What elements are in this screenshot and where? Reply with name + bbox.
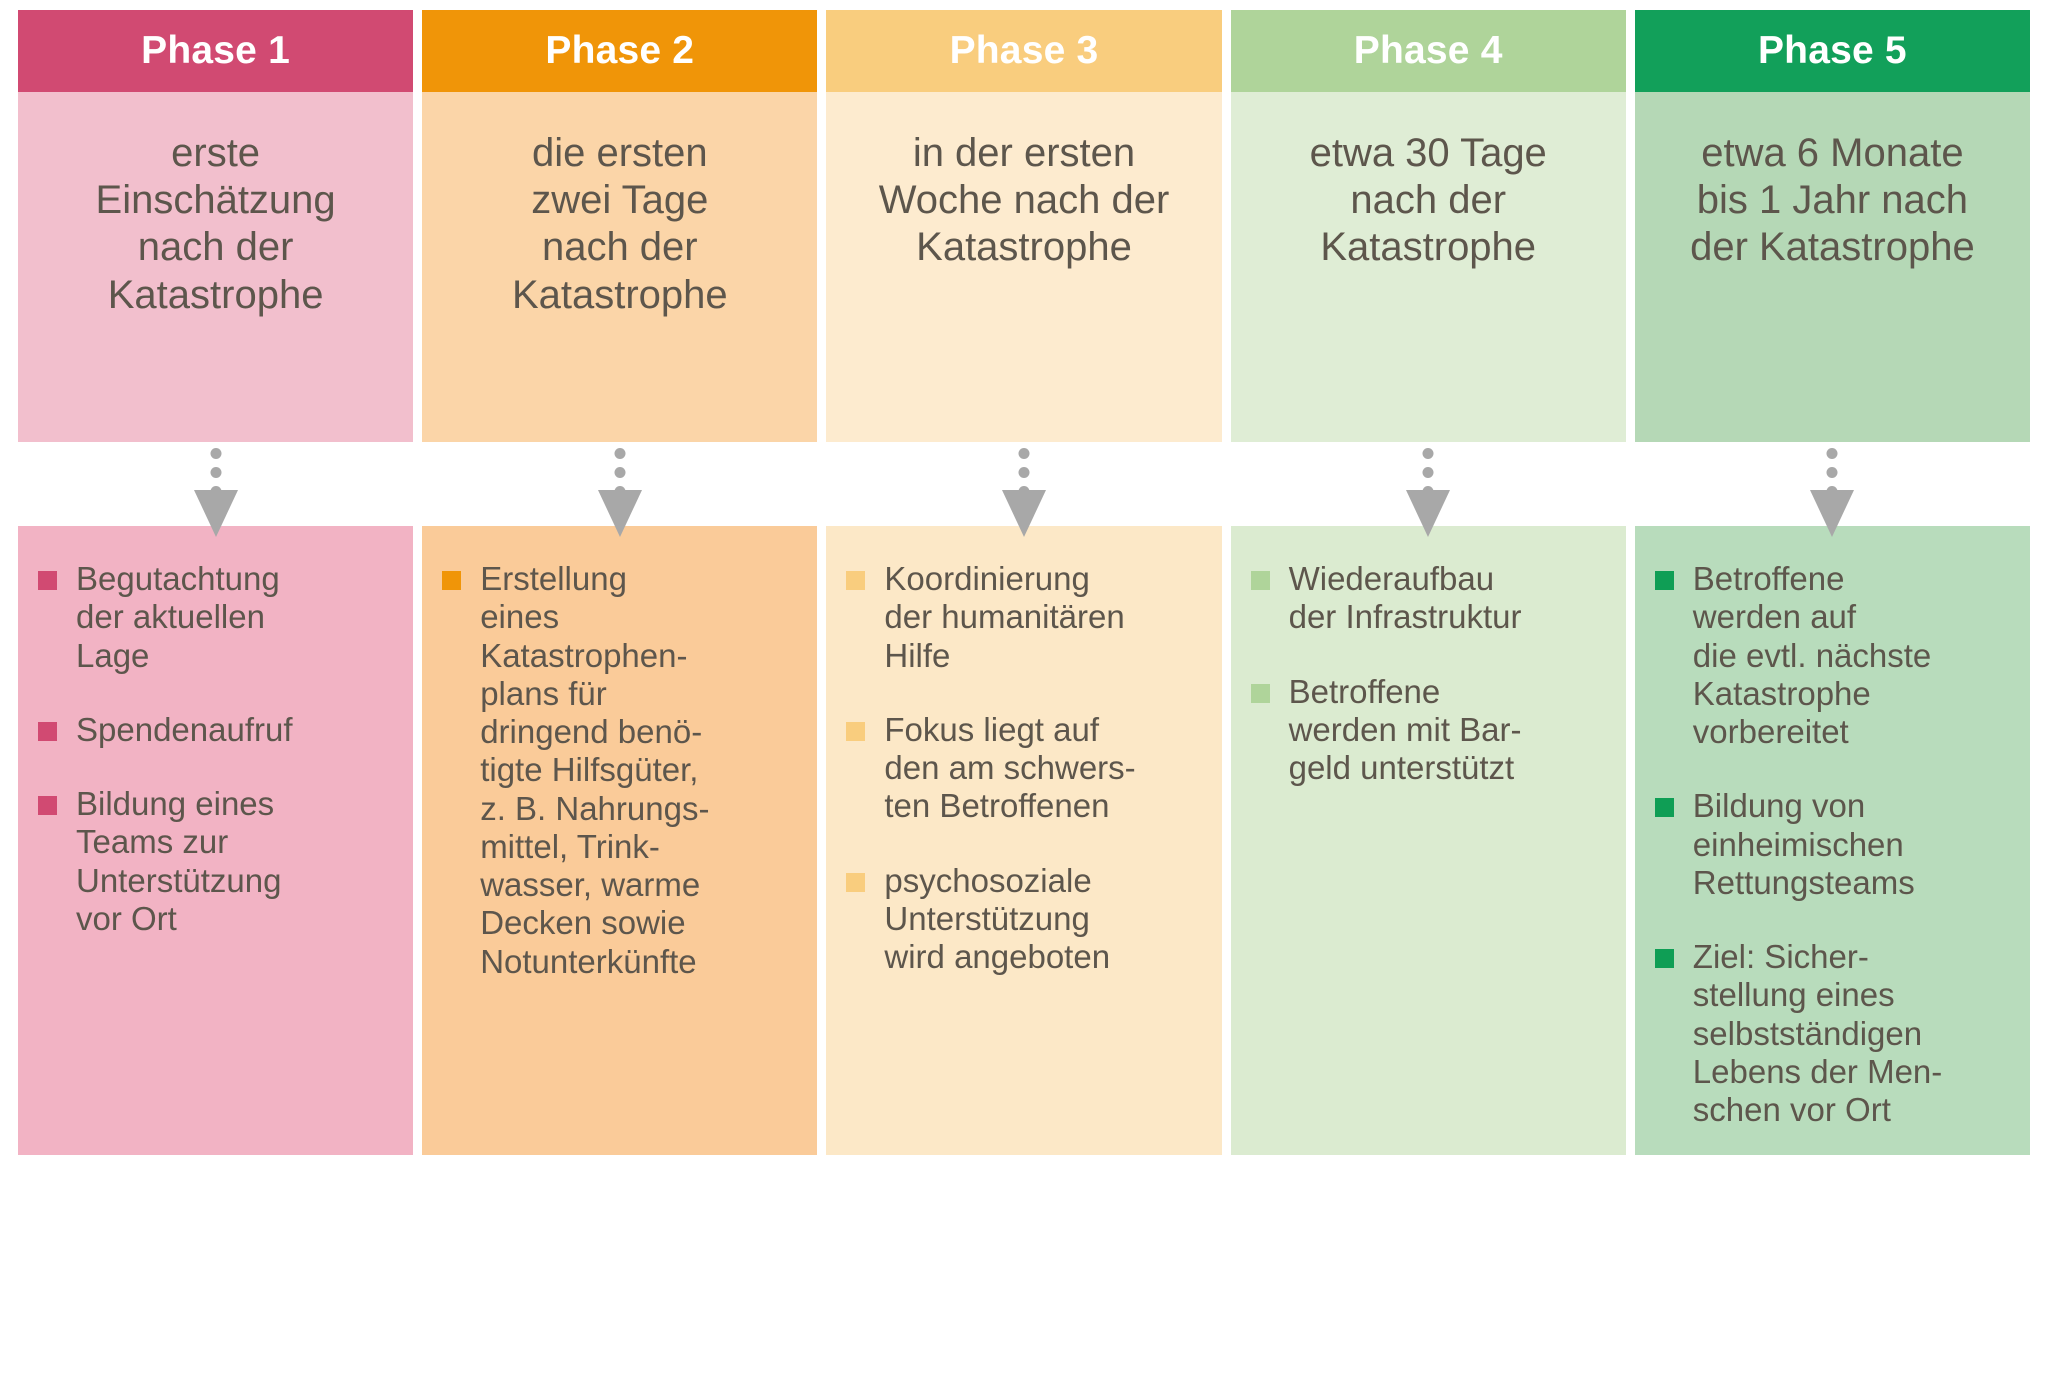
down-arrow-icon xyxy=(1230,442,1626,537)
arrow-dot xyxy=(210,448,222,459)
list-item: Ziel: Sicher- stellung eines selbstständ… xyxy=(1654,938,2010,1129)
bullet-square-icon xyxy=(846,872,866,892)
bullet-square-icon xyxy=(846,721,866,741)
phase-timing-2: die ersten zwei Tage nach der Katastroph… xyxy=(422,92,818,442)
bullet-square-icon xyxy=(38,796,57,816)
arrow-dot xyxy=(1018,448,1030,459)
arrow-dot xyxy=(1826,467,1838,478)
bullet-square-icon xyxy=(1250,683,1270,703)
phase-header-2: Phase 2 xyxy=(422,10,818,92)
down-arrow-icon xyxy=(18,442,414,537)
arrow-head-icon xyxy=(597,490,642,537)
list-item: Betroffene werden mit Bar- geld unterstü… xyxy=(1250,672,1606,788)
phase-action-list: Betroffene werden auf die evtl. nächste … xyxy=(1654,560,2010,1129)
phase-timing-1: erste Einschätzung nach der Katastrophe xyxy=(18,92,414,442)
arrow-dot xyxy=(614,467,626,478)
arrow-dot xyxy=(1422,467,1434,478)
bullet-square-icon xyxy=(38,721,57,741)
list-item: Bildung von einheimischen Rettungsteams xyxy=(1654,787,2010,902)
phase-action-list: Erstellung eines Katastrophen- plans für… xyxy=(442,560,797,981)
list-item-label: Erstellung eines Katastrophen- plans für… xyxy=(480,560,710,980)
arrow-head-icon xyxy=(1001,490,1046,537)
arrow-dot xyxy=(614,448,626,459)
bullet-square-icon xyxy=(38,571,57,590)
list-item: psychosoziale Unterstützung wird angebot… xyxy=(846,862,1201,977)
list-item: Koordinierung der humanitären Hilfe xyxy=(846,560,1201,675)
list-item-label: Bildung von einheimischen Rettungsteams xyxy=(1692,787,1915,901)
bullet-square-icon xyxy=(1654,949,1674,969)
list-item-label: Begutachtung der aktuellen Lage xyxy=(76,560,280,674)
phase-actions-card: Betroffene werden auf die evtl. nächste … xyxy=(1634,526,2030,1156)
arrow-head-icon xyxy=(193,490,238,537)
phase-timing-3: in der ersten Woche nach der Katastrophe xyxy=(826,92,1222,442)
arrow-head-icon xyxy=(1810,490,1855,537)
bullet-square-icon xyxy=(1250,571,1270,590)
arrow-dot xyxy=(1422,448,1434,459)
list-item: Spendenaufruf xyxy=(38,711,393,749)
list-item-label: Ziel: Sicher- stellung eines selbstständ… xyxy=(1692,938,1943,1129)
list-item-label: Fokus liegt auf den am schwers- ten Betr… xyxy=(884,710,1136,825)
bullet-square-icon xyxy=(1654,798,1674,818)
phase-header-1: Phase 1 xyxy=(18,10,414,92)
list-item: Fokus liegt auf den am schwers- ten Betr… xyxy=(846,711,1201,826)
phase-header-3: Phase 3 xyxy=(826,10,1222,92)
down-arrow-icon xyxy=(1634,442,2030,537)
list-item-label: Koordinierung der humanitären Hilfe xyxy=(884,560,1125,674)
phase-timing-5: etwa 6 Monate bis 1 Jahr nach der Katast… xyxy=(1634,92,2030,442)
phase-actions-card: Erstellung eines Katastrophen- plans für… xyxy=(422,526,818,1156)
phase-header-5: Phase 5 xyxy=(1634,10,2030,92)
list-item: Erstellung eines Katastrophen- plans für… xyxy=(442,560,797,981)
arrow-head-icon xyxy=(1406,490,1451,537)
phase-timing-4: etwa 30 Tage nach der Katastrophe xyxy=(1230,92,1626,442)
down-arrow-icon xyxy=(826,442,1222,537)
list-item-label: Betroffene werden mit Bar- geld unterstü… xyxy=(1288,672,1522,787)
bullet-square-icon xyxy=(442,571,462,590)
arrow-dot xyxy=(1826,448,1838,459)
list-item-label: Bildung eines Teams zur Unterstützung vo… xyxy=(76,785,282,937)
arrow-dot xyxy=(210,467,222,478)
down-arrow-icon xyxy=(422,442,818,537)
bullet-square-icon xyxy=(1654,571,1674,590)
list-item: Bildung eines Teams zur Unterstützung vo… xyxy=(38,785,393,938)
list-item-label: Wiederaufbau der Infrastruktur xyxy=(1288,560,1522,636)
bullet-square-icon xyxy=(846,571,866,590)
list-item-label: Spendenaufruf xyxy=(76,710,293,748)
phase-header-4: Phase 4 xyxy=(1230,10,1626,92)
list-item: Begutachtung der aktuellen Lage xyxy=(38,560,393,675)
list-item: Betroffene werden auf die evtl. nächste … xyxy=(1654,560,2010,751)
list-item-label: psychosoziale Unterstützung wird angebot… xyxy=(884,861,1111,976)
list-item: Wiederaufbau der Infrastruktur xyxy=(1250,560,1606,637)
arrow-dot xyxy=(1018,467,1030,478)
list-item-label: Betroffene werden auf die evtl. nächste … xyxy=(1692,560,1932,751)
